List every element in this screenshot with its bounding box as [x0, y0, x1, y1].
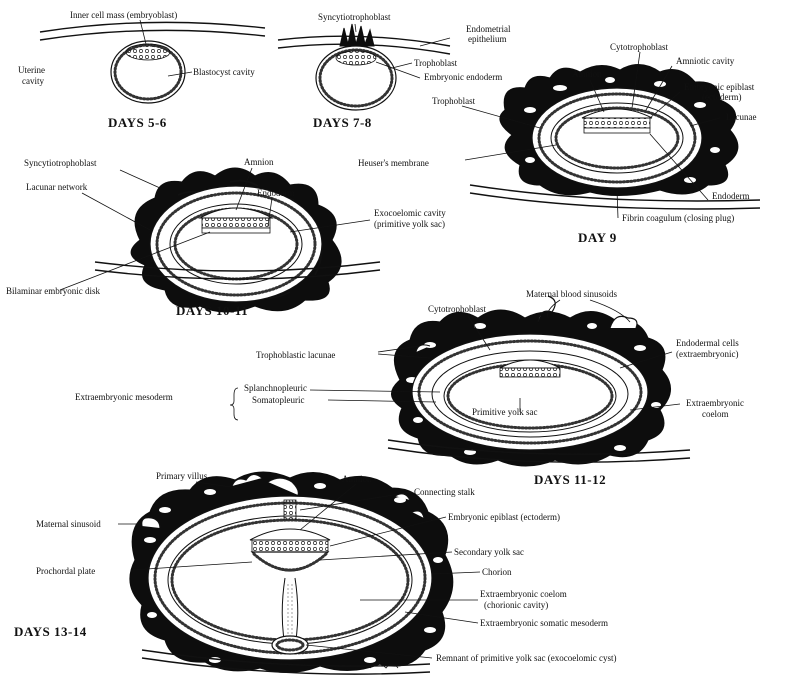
lacunae-label: Lacunae — [726, 112, 756, 122]
bilaminar-disk-epiblast — [202, 218, 270, 228]
endometrium-wall — [40, 30, 265, 40]
primitive-yolk-sac-label: Primitive yolk sac — [472, 407, 538, 417]
bilaminar-disk-label: Bilaminar embryonic disk — [6, 286, 100, 296]
panel-days-13-14: Primary villus Amnion Connecting stalk M… — [14, 471, 616, 674]
trophoblastic-lacunae-label: Trophoblastic lacunae — [256, 350, 335, 360]
inner-cell-mass — [126, 44, 170, 60]
amnion-label: Amnion — [244, 157, 274, 167]
syncytiotrophoblast-label: Syncytiotrophoblast — [318, 12, 391, 22]
extraembryonic-coelom-label: Extraembryonic coelom — [480, 589, 567, 599]
endometrial-label: Endometrial — [466, 24, 511, 34]
endoderm-label: Endoderm — [257, 188, 295, 198]
maternal-sinusoid-label: Maternal sinusoid — [36, 519, 101, 529]
amniotic-cavity-label: Amniotic cavity — [676, 56, 735, 66]
panel-days-7-8: Syncytiotrophoblast Endometrial epitheli… — [278, 12, 511, 130]
extraembryonic-somatic-mesoderm-label: Extraembryonic somatic mesoderm — [480, 618, 608, 628]
amnion-label: Amnion — [342, 474, 372, 484]
epiblast-label-2: (ectoderm) — [702, 92, 741, 102]
embryonic-epiblast — [252, 540, 328, 552]
primary-villus-label: Primary villus — [156, 471, 208, 481]
stage-label: DAYS 11-12 — [534, 472, 606, 487]
heusers-membrane-label: Heuser's membrane — [358, 158, 429, 168]
connecting-stalk — [284, 500, 296, 520]
amnion-label: Amnion — [572, 69, 602, 79]
secondary-yolk-sac-label: Secondary yolk sac — [454, 547, 524, 557]
fibrin-label: Fibrin coagulum (closing plug) — [622, 213, 734, 223]
mesoderm-bracket — [230, 388, 238, 420]
extraembryonic-coelom-label-2: coelom — [702, 409, 729, 419]
uterine-cavity-label-2: cavity — [22, 76, 44, 86]
uterine-cavity-label: Uterine — [18, 65, 45, 75]
connecting-stalk-label: Connecting stalk — [414, 487, 475, 497]
remnant-yolk-sac-label: Remnant of primitive yolk sac (exocoelom… — [436, 653, 616, 663]
panel-days-5-6: Inner cell mass (embryoblast) Uterine ca… — [18, 10, 265, 130]
exocoelomic-label-2: (primitive yolk sac) — [374, 219, 445, 229]
stage-label: DAYS 5-6 — [108, 115, 167, 130]
epiblast-label: Embryonic epiblast — [684, 82, 755, 92]
endodermal-cells-label: Endodermal cells — [676, 338, 739, 348]
extraembryonic-coelom-label: Extraembryonic — [686, 398, 744, 408]
panel-days-10-11: Syncytiotrophoblast Amnion Lacunar netwo… — [6, 157, 446, 318]
endometrial-label-2: epithelium — [468, 34, 507, 44]
stage-label: DAYS 7-8 — [313, 115, 372, 130]
endoderm-label: Endoderm — [712, 191, 750, 201]
blastocyst-cavity-label: Blastocyst cavity — [193, 67, 255, 77]
embryoblast — [336, 51, 376, 65]
endodermal-cells-label-2: (extraembryonic) — [676, 349, 738, 359]
cytotrophoblast-label: Cytotrophoblast — [428, 304, 486, 314]
somatopleuric-label: Somatopleuric — [252, 395, 305, 405]
exocoelomic-label: Exocoelomic cavity — [374, 208, 446, 218]
chorion-label: Chorion — [482, 567, 512, 577]
chorionic-cavity-label: (chorionic cavity) — [484, 600, 548, 610]
splanchnopleuric-label: Splanchnopleuric — [244, 383, 307, 393]
trophoblast-label: Trophoblast — [414, 58, 458, 68]
lacunar-network-label: Lacunar network — [26, 182, 88, 192]
stage-label: DAYS 10-11 — [176, 303, 248, 318]
embryonic-disk — [500, 368, 560, 377]
trophoblast-label: Trophoblast — [432, 96, 476, 106]
maternal-sinusoids-label: Maternal blood sinusoids — [526, 289, 617, 299]
cytotrophoblast-label: Cytotrophoblast — [610, 42, 668, 52]
prochordal-plate-label: Prochordal plate — [36, 566, 95, 576]
embryonic-endoderm-label: Embryonic endoderm — [424, 72, 502, 82]
stage-label: DAY 9 — [578, 230, 617, 245]
extraembryonic-mesoderm-label: Extraembryonic mesoderm — [75, 392, 173, 402]
embryonic-epiblast-label: Embryonic epiblast (ectoderm) — [448, 512, 560, 522]
syncytiotrophoblast-label: Syncytiotrophoblast — [24, 158, 97, 168]
syncytiotrophoblast — [340, 24, 374, 46]
embryonic-endoderm — [584, 128, 650, 133]
stage-label: DAYS 13-14 — [14, 624, 87, 639]
bilaminar-disk-hypoblast — [202, 228, 270, 233]
inner-cell-mass-label: Inner cell mass (embryoblast) — [70, 10, 177, 20]
panel-days-11-12: Cytotrophoblast Maternal blood sinusoids… — [75, 289, 744, 487]
embryonic-epiblast — [584, 118, 650, 128]
